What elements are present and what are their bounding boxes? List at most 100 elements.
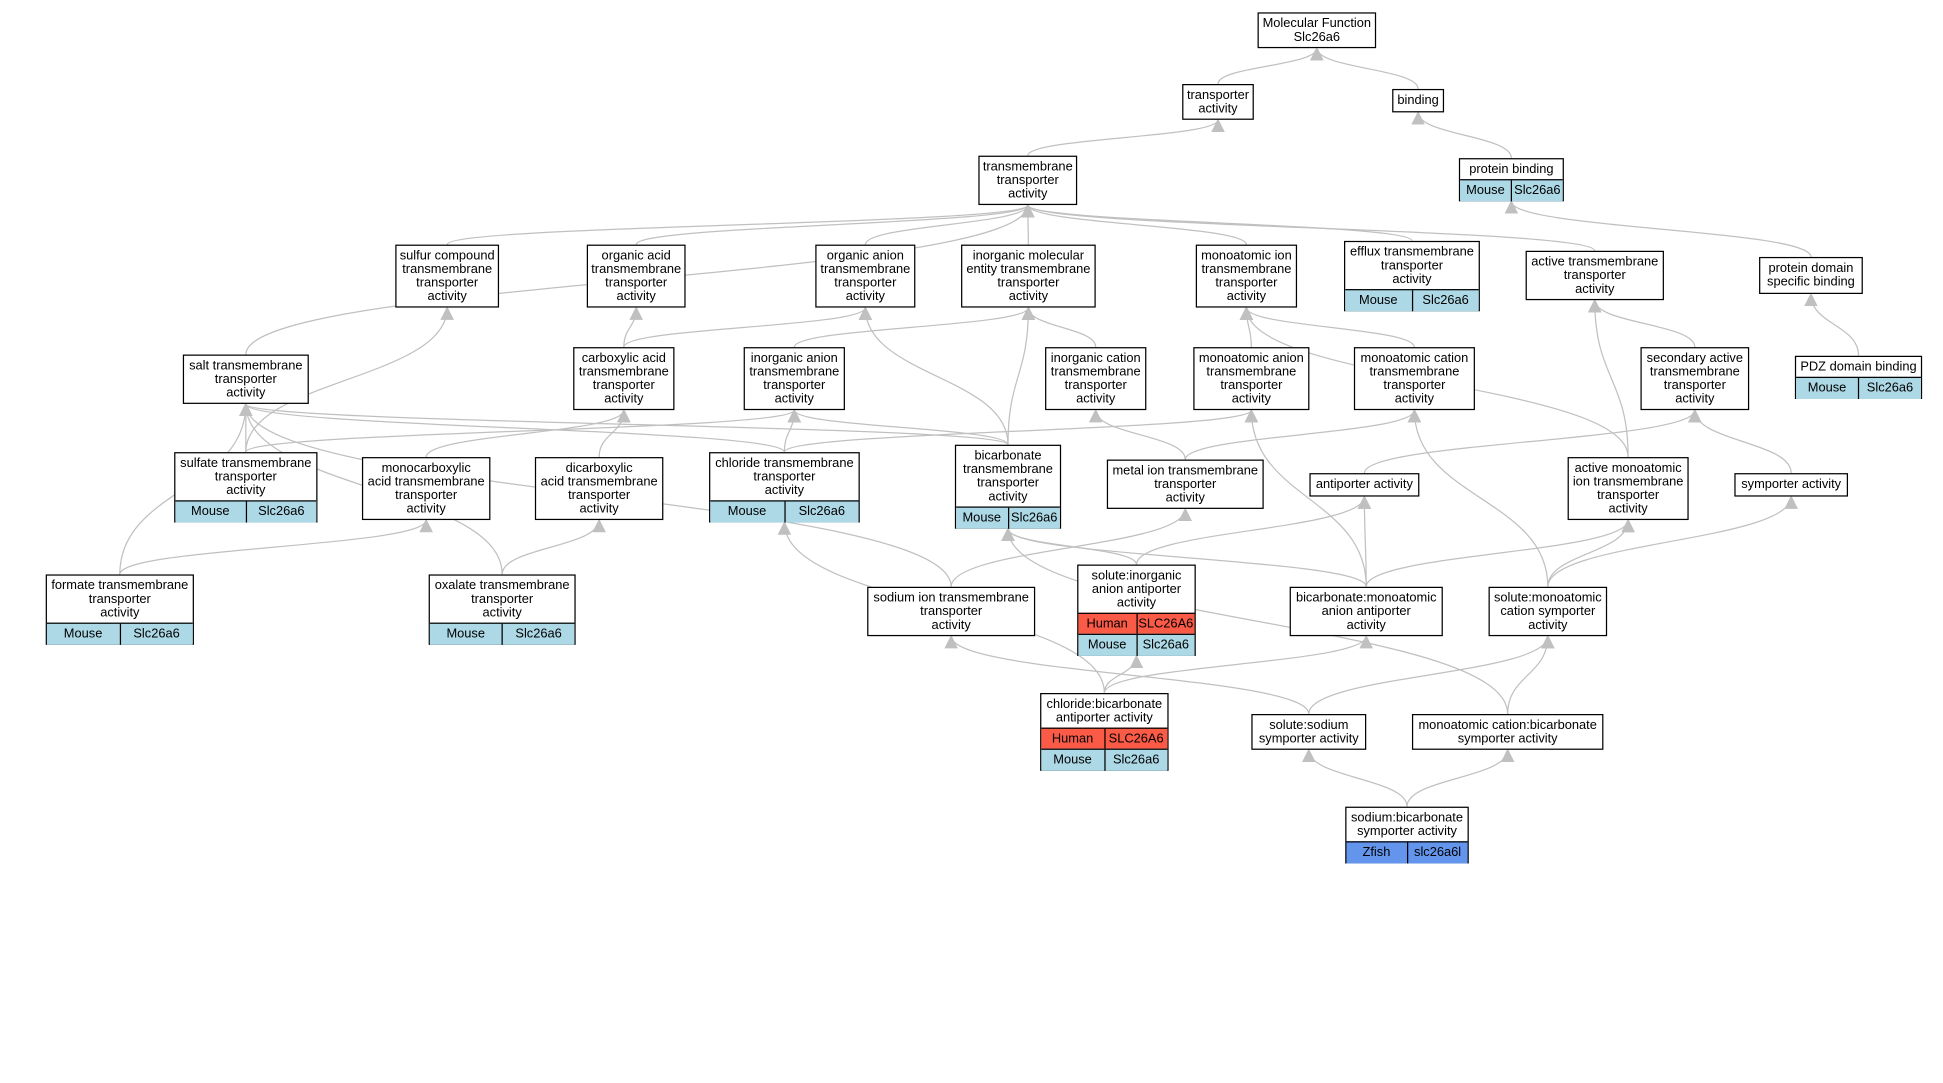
- edge-active-mono-to-active-tmt: [1587, 298, 1629, 458]
- edge-chloride-to-mono-anion: [783, 408, 1258, 453]
- edge-inorg-mol-to-tmt: [1020, 203, 1035, 245]
- node-label: PDZ domain binding: [1796, 357, 1921, 377]
- species-cell: Mouse: [1087, 638, 1127, 653]
- species-cell: Mouse: [727, 505, 767, 519]
- gene-cell: SLC26A6: [1135, 613, 1195, 635]
- species-cell: Human: [1051, 732, 1094, 747]
- gene-cell: Slc26a6: [501, 623, 575, 645]
- edge-sodium-ion-to-metal-ion: [950, 507, 1192, 587]
- node-antiporter[interactable]: antiporter activity: [1309, 473, 1420, 497]
- gene-cell: Slc26a6: [1510, 180, 1563, 202]
- gene-cell: Slc26a6: [245, 501, 316, 523]
- node-binding[interactable]: binding: [1392, 88, 1445, 113]
- edge-monocarb-to-carboxylic: [425, 408, 631, 458]
- edge-carboxylic-to-organic-acid: [623, 306, 643, 348]
- gene-cell: SLC26A6: [1103, 728, 1168, 750]
- node-label-text: symporter activity: [1741, 478, 1842, 492]
- edge-bicarbonate-to-salt: [239, 402, 1009, 446]
- edge-secondary-to-active-tmt: [1588, 298, 1696, 348]
- annotation-row: Human SLC26A6: [1041, 727, 1168, 750]
- gene-cell: Slc26a6: [1411, 290, 1478, 312]
- edge-mono-cation-bicarb-to-solute-mono: [1507, 634, 1555, 715]
- node-label: binding: [1393, 90, 1442, 111]
- edge-bicarb-mono-to-active-mono: [1365, 518, 1635, 587]
- node-symporter[interactable]: symporter activity: [1734, 473, 1849, 497]
- edge-sodium-bicarb-to-mono-cation-bicarb: [1406, 748, 1515, 807]
- edge-solute-mono-to-symporter: [1547, 495, 1798, 587]
- edge-bicarbonate-to-organic-anion: [858, 306, 1009, 445]
- edge-metal-ion-to-mono-cation: [1184, 408, 1422, 460]
- edge-protein-domain-to-protein-binding: [1504, 199, 1812, 258]
- node-label-text: PDZ domain binding: [1800, 360, 1917, 374]
- edge-solute-sodium-to-sodium-ion: [944, 634, 1310, 715]
- edge-organic-acid-to-tmt: [635, 203, 1035, 246]
- edge-solute-mono-to-active-mono: [1547, 518, 1635, 587]
- edge-sodium-bicarb-to-solute-sodium: [1302, 748, 1408, 807]
